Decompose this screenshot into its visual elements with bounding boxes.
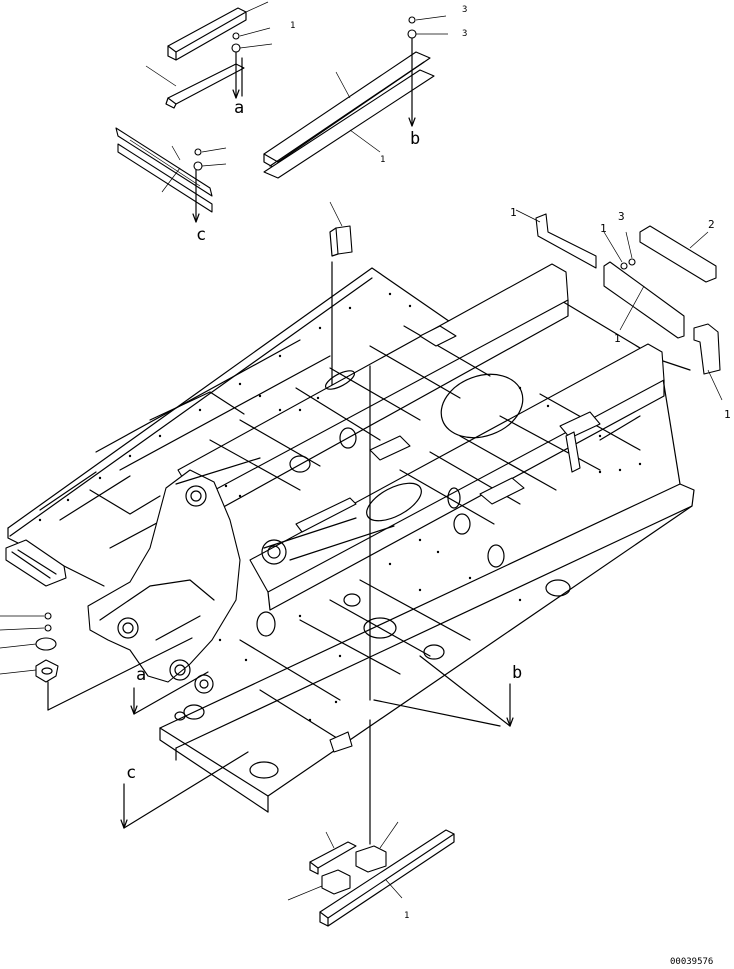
main-frame: [5, 263, 695, 813]
label-3-bolt: 3: [618, 210, 625, 223]
detail-b-group: b 1 3 3: [263, 5, 467, 179]
label-1-bottom: 1: [404, 911, 409, 921]
label-3-b-top: 3: [462, 5, 467, 15]
label-1-small-bracket: 1: [724, 408, 731, 421]
detail-c-group: c: [115, 127, 227, 245]
drawing-id: 00039576: [670, 957, 713, 967]
right-parts-group: 1 2 3 1 1 1: [329, 201, 731, 421]
label-1-bolt: 1: [600, 222, 607, 235]
label-2: 2: [708, 218, 715, 231]
label-1-b-top: 1: [380, 155, 385, 165]
label-a-main: a: [136, 665, 146, 685]
label-1-plate: 1: [614, 332, 621, 345]
label-b-top: b: [410, 129, 420, 149]
label-3b-b-top: 3: [462, 29, 467, 39]
bolt-stack-group: [0, 612, 193, 711]
bottom-parts-group: 1: [287, 719, 455, 927]
label-1-bracket: 1: [510, 206, 517, 219]
view-arrows: a b c: [120, 655, 522, 829]
label-a-top: a: [234, 98, 244, 118]
label-c-main: c: [126, 763, 136, 783]
label-c-top: c: [196, 225, 206, 245]
label-1-a-top: 1: [290, 21, 295, 31]
label-b-main: b: [512, 663, 522, 683]
detail-a-group: a 1: [145, 1, 295, 118]
